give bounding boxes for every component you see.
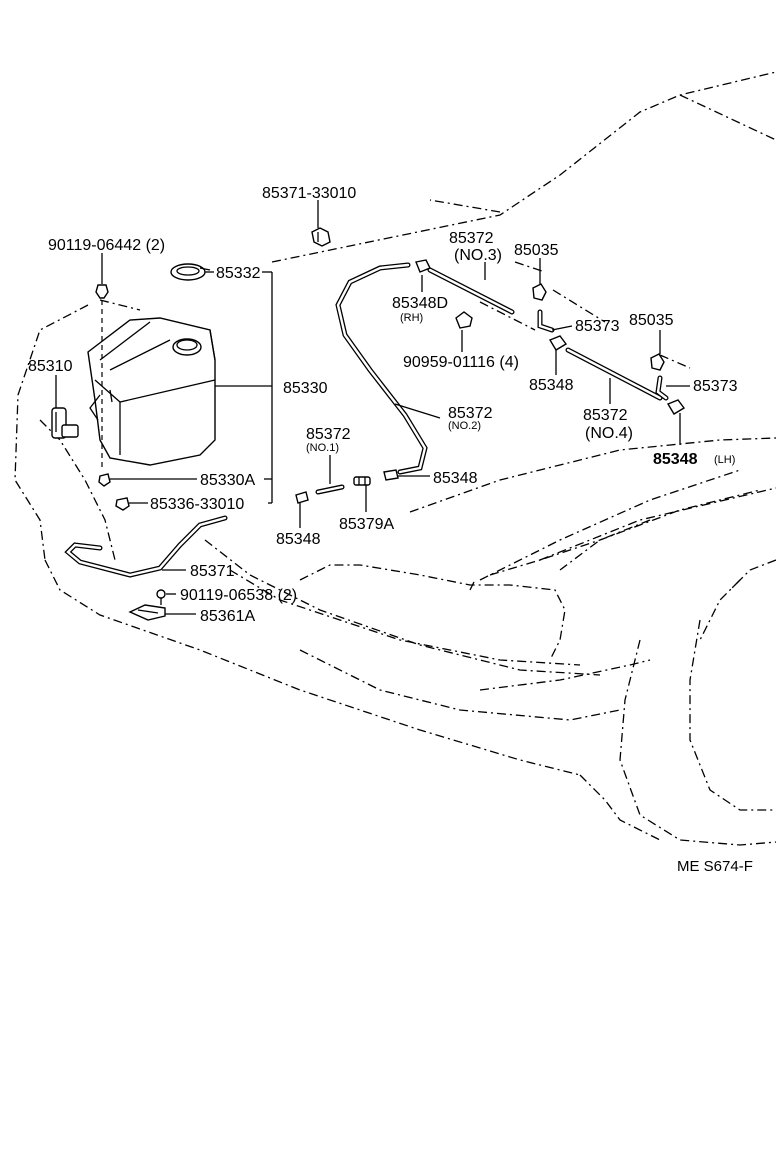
- nozzle-85035-lower: [650, 353, 665, 371]
- label-85373-b: 85373: [693, 378, 738, 395]
- label-85348-b: 85348: [433, 470, 478, 487]
- label-no2: (NO.2): [448, 420, 481, 432]
- hose-85373-upper: [537, 309, 555, 333]
- label-no1: (NO.1): [306, 442, 339, 454]
- car-body-outline: [14, 71, 776, 846]
- label-no3: (NO.3): [454, 247, 502, 264]
- label-lh: (LH): [714, 454, 735, 466]
- hose-85371: [64, 515, 228, 578]
- label-85348-a: 85348: [529, 377, 574, 394]
- clip-90959-01116: [455, 311, 473, 329]
- label-90959-01116: 90959-01116 (4): [403, 354, 519, 371]
- label-85372-d: 85372: [306, 426, 351, 443]
- bracket-85361A: [128, 604, 166, 621]
- leader-lines: [55, 200, 690, 615]
- label-85372-c: 85372: [583, 407, 628, 424]
- check-valve-85379A: [353, 476, 371, 486]
- label-85371-33010: 85371-33010: [262, 185, 356, 202]
- hose-85372-no4: [565, 347, 663, 401]
- joint-85348-low: [295, 491, 309, 504]
- label-85035-b: 85035: [629, 312, 674, 329]
- label-85372-b: 85372: [448, 405, 493, 422]
- bolt-90119-06538: [156, 589, 166, 605]
- inlet-cap-85332: [170, 263, 211, 281]
- label-85330: 85330: [283, 380, 328, 397]
- grommet-85336: [115, 497, 130, 511]
- hose-85373-lower: [655, 375, 669, 401]
- hose-85372-no3: [427, 267, 515, 315]
- joint-85348D: [415, 259, 431, 273]
- label-90119-06538: 90119-06538 (2): [180, 587, 297, 604]
- hose-85372-no2: [335, 262, 428, 475]
- label-85372-a: 85372: [449, 230, 494, 247]
- joint-85348-mid: [548, 335, 568, 351]
- joint-85348-hood: [383, 469, 399, 481]
- label-85373-a: 85373: [575, 318, 620, 335]
- label-85332: 85332: [216, 265, 261, 282]
- clamp-85371-33010: [311, 227, 331, 247]
- washer-pump-85310: [51, 407, 79, 439]
- label-85348D: 85348D: [392, 295, 448, 312]
- grommet-85330A: [98, 473, 111, 487]
- label-85371: 85371: [190, 563, 235, 580]
- label-85348-lh: 85348: [653, 451, 698, 468]
- nozzle-85035-upper: [532, 283, 547, 301]
- bolt-90119-06442: [95, 284, 109, 470]
- part-labels: 85371-33010 90119-06442 (2) 85332 85372 …: [28, 185, 753, 875]
- label-85330A: 85330A: [200, 472, 255, 489]
- label-85348-c: 85348: [276, 531, 321, 548]
- label-85310: 85310: [28, 358, 73, 375]
- label-90119-06442: 90119-06442 (2): [48, 237, 165, 254]
- label-85361A: 85361A: [200, 608, 255, 625]
- joint-85348-lh: [666, 399, 686, 415]
- label-rh: (RH): [400, 312, 423, 324]
- diagram-code: ME S674-F: [677, 858, 753, 875]
- label-85379A: 85379A: [339, 516, 394, 533]
- label-85336-33010: 85336-33010: [150, 496, 244, 513]
- label-no4: (NO.4): [585, 425, 633, 442]
- hose-85372-no1: [315, 484, 345, 495]
- label-85035-a: 85035: [514, 242, 559, 259]
- washer-tank-85330: [87, 317, 216, 466]
